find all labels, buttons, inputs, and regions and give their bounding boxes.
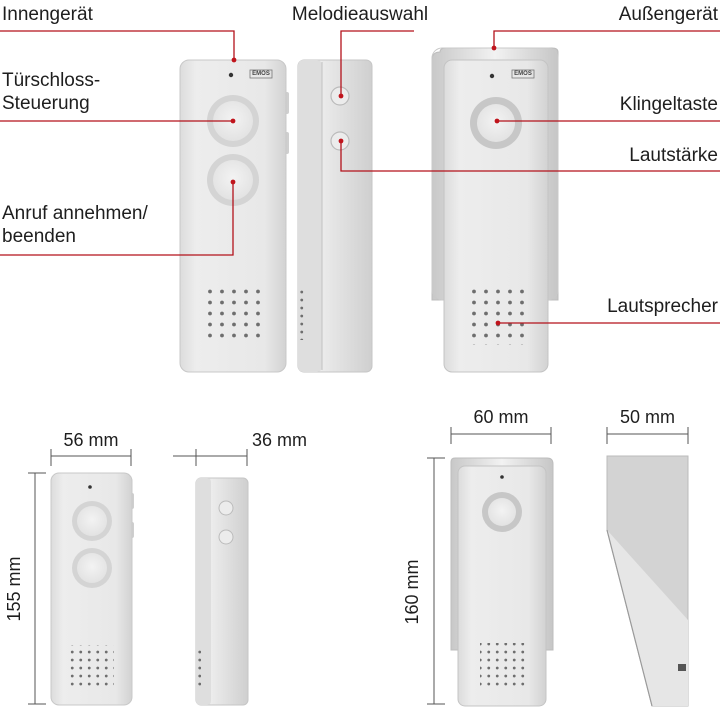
label-lautstaerke: Lautstärke [629,145,718,166]
dimension-outdoor-height: 160 mm [402,559,422,625]
dimension-indoor-depth: 36 mm [252,430,308,450]
brand-logo-outdoor: EMOS [514,71,532,77]
indoor-unit-front [179,59,289,373]
label-melodieauswahl: Melodieauswahl [291,4,429,25]
indoor-unit-side-small [195,477,249,706]
indoor-unit-side [297,59,373,373]
label-tuerschloss-line1: Türschloss- [2,70,101,91]
label-tuerschloss-line2: Steuerung [2,93,90,114]
label-klingeltaste: Klingeltaste [619,94,718,115]
outdoor-unit-front [431,47,559,373]
callout-lines [0,30,720,324]
dimension-indoor-height: 155 mm [4,556,24,622]
indoor-unit-front-small [50,472,134,706]
label-aussengeraet: Außengerät [618,4,718,25]
dimension-lines [28,427,689,705]
label-lautsprecher: Lautsprecher [607,296,718,317]
outdoor-unit-side-small [606,455,689,707]
brand-logo-indoor: EMOS [252,71,270,77]
label-anruf-line2: beenden [2,226,76,247]
label-innengeraet: Innengerät [2,4,93,25]
label-anruf-line1: Anruf annehmen/ [2,203,148,224]
dimension-outdoor-width: 60 mm [473,407,529,427]
callout-dots [230,45,501,326]
dimension-outdoor-depth: 50 mm [619,407,675,427]
outdoor-unit-front-small [450,457,554,707]
dimension-indoor-width: 56 mm [63,430,119,450]
